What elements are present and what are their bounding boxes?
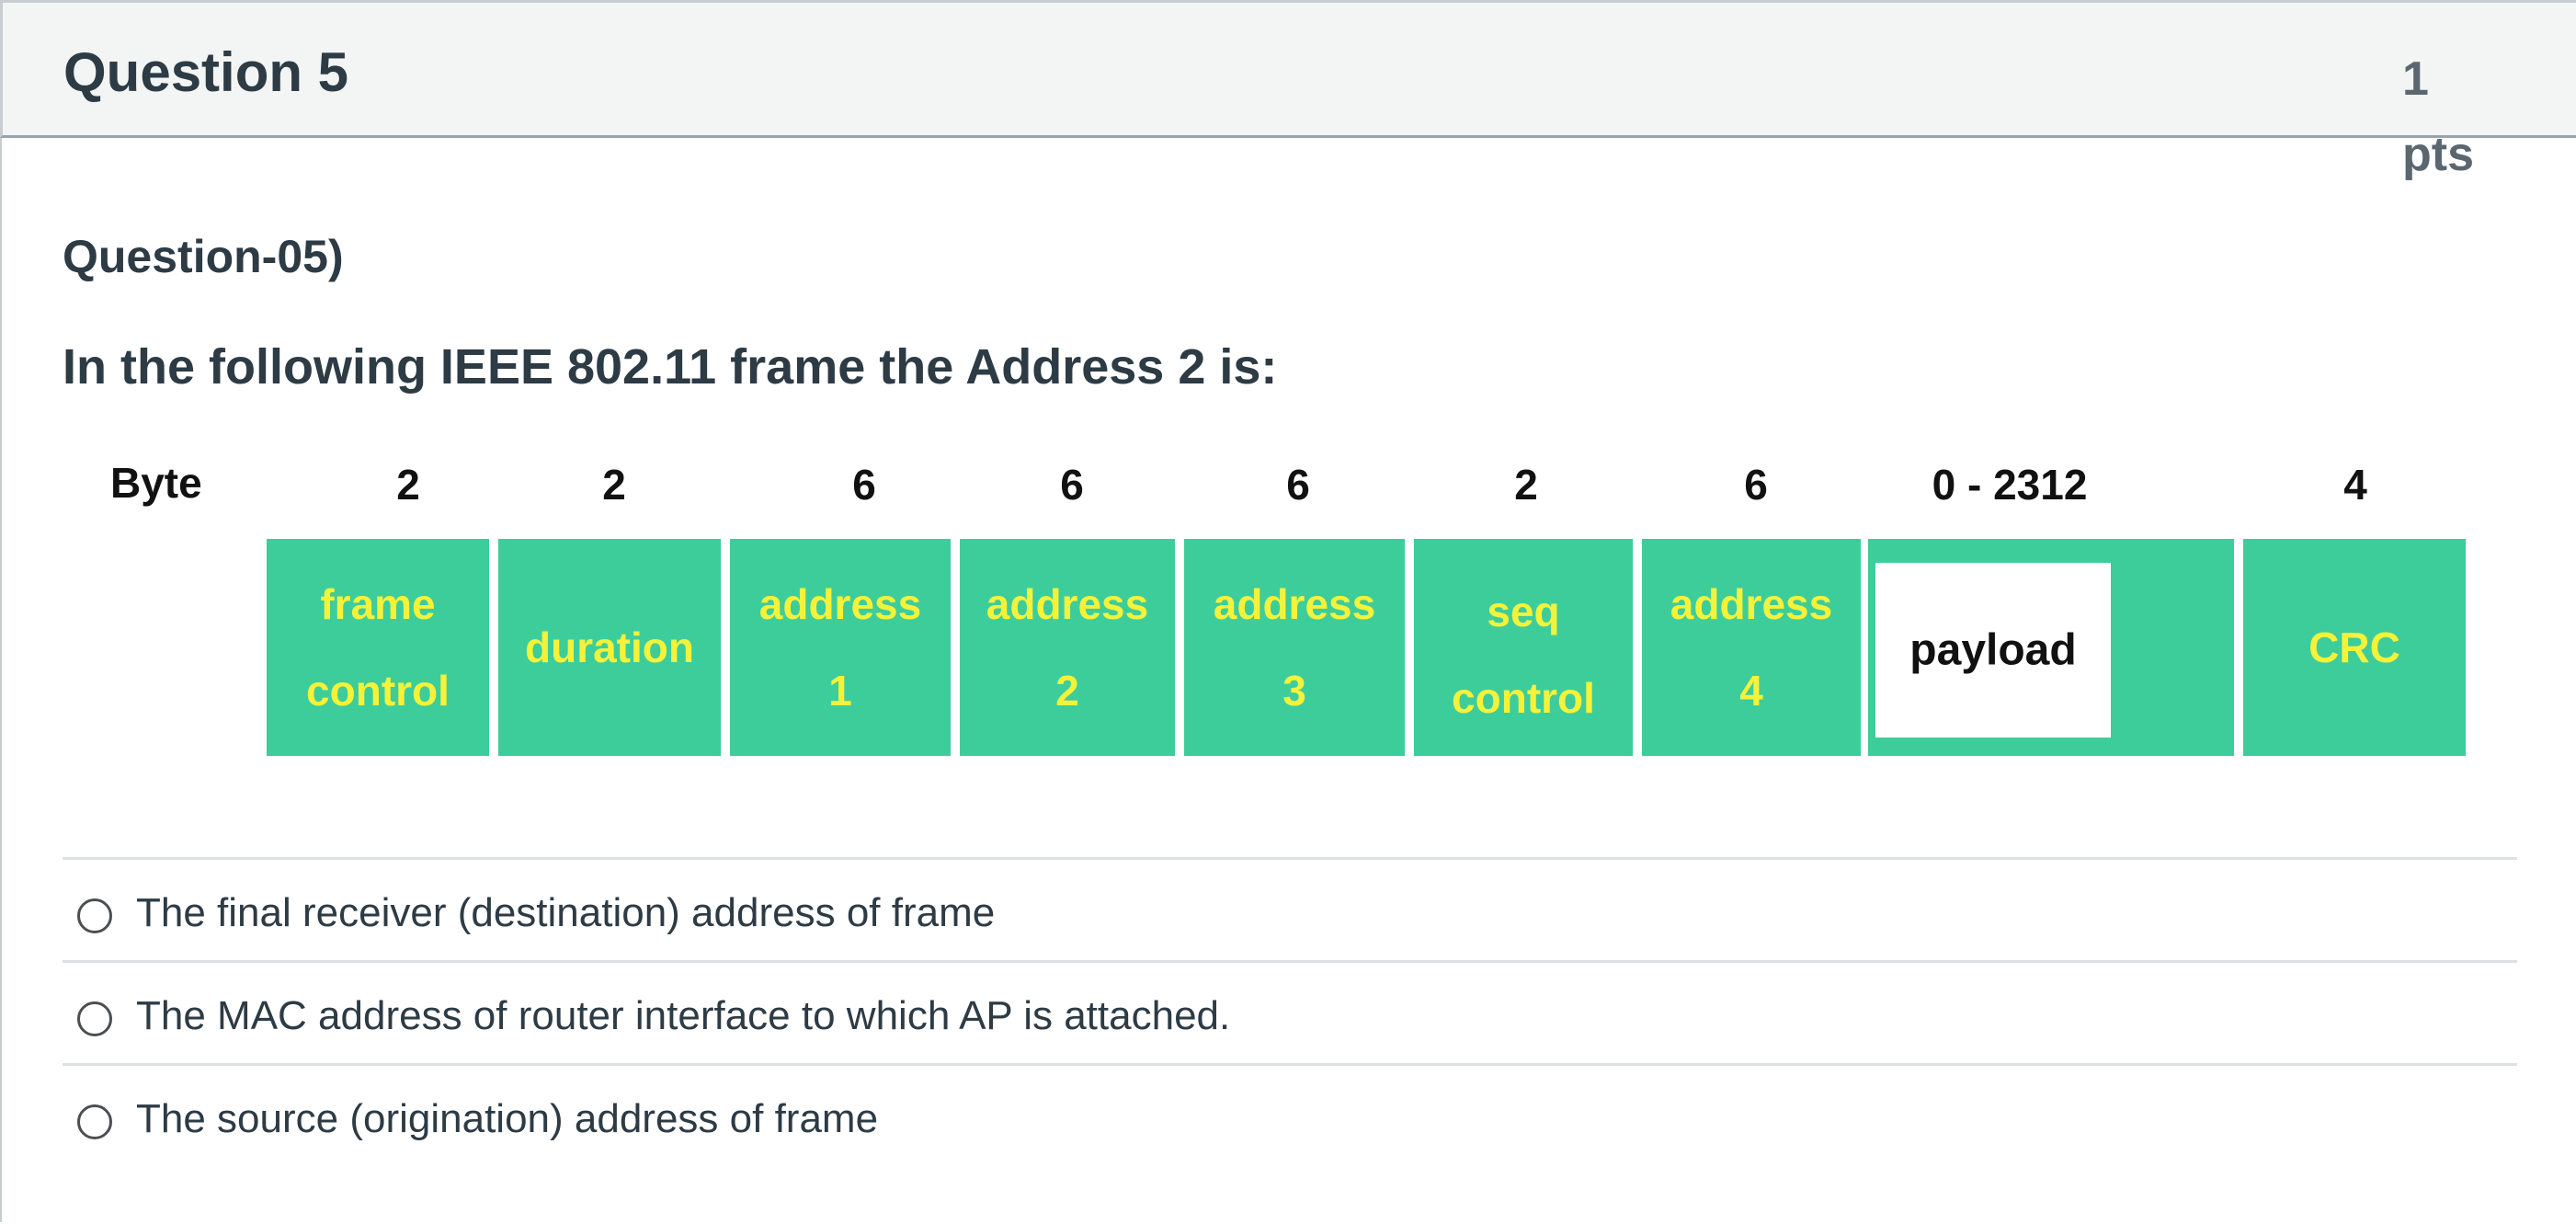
question-points: 1 pts (2402, 41, 2503, 192)
answer-option[interactable]: The final receiver (destination) address… (63, 857, 2517, 960)
answer-label[interactable]: The MAC address of router interface to w… (136, 993, 1231, 1038)
question-title: Question 5 (63, 41, 349, 103)
answer-label[interactable]: The source (origination) address of fram… (136, 1096, 879, 1141)
answer-list: The final receiver (destination) address… (63, 857, 2517, 1166)
question-prompt: In the following IEEE 802.11 frame the A… (63, 339, 1278, 395)
question-header: Question 5 1 pts (0, 0, 2576, 181)
answer-label[interactable]: The final receiver (destination) address… (136, 890, 996, 935)
points-unit: pts (2402, 128, 2474, 181)
answer-option[interactable]: The MAC address of router interface to w… (63, 960, 2517, 1063)
radio-button[interactable] (77, 898, 112, 933)
question-subtitle: Question-05) (63, 231, 344, 282)
answer-option[interactable]: The source (origination) address of fram… (63, 1063, 2517, 1166)
radio-button[interactable] (77, 1104, 112, 1139)
points-value: 1 (2402, 52, 2429, 106)
radio-button[interactable] (77, 1001, 112, 1036)
